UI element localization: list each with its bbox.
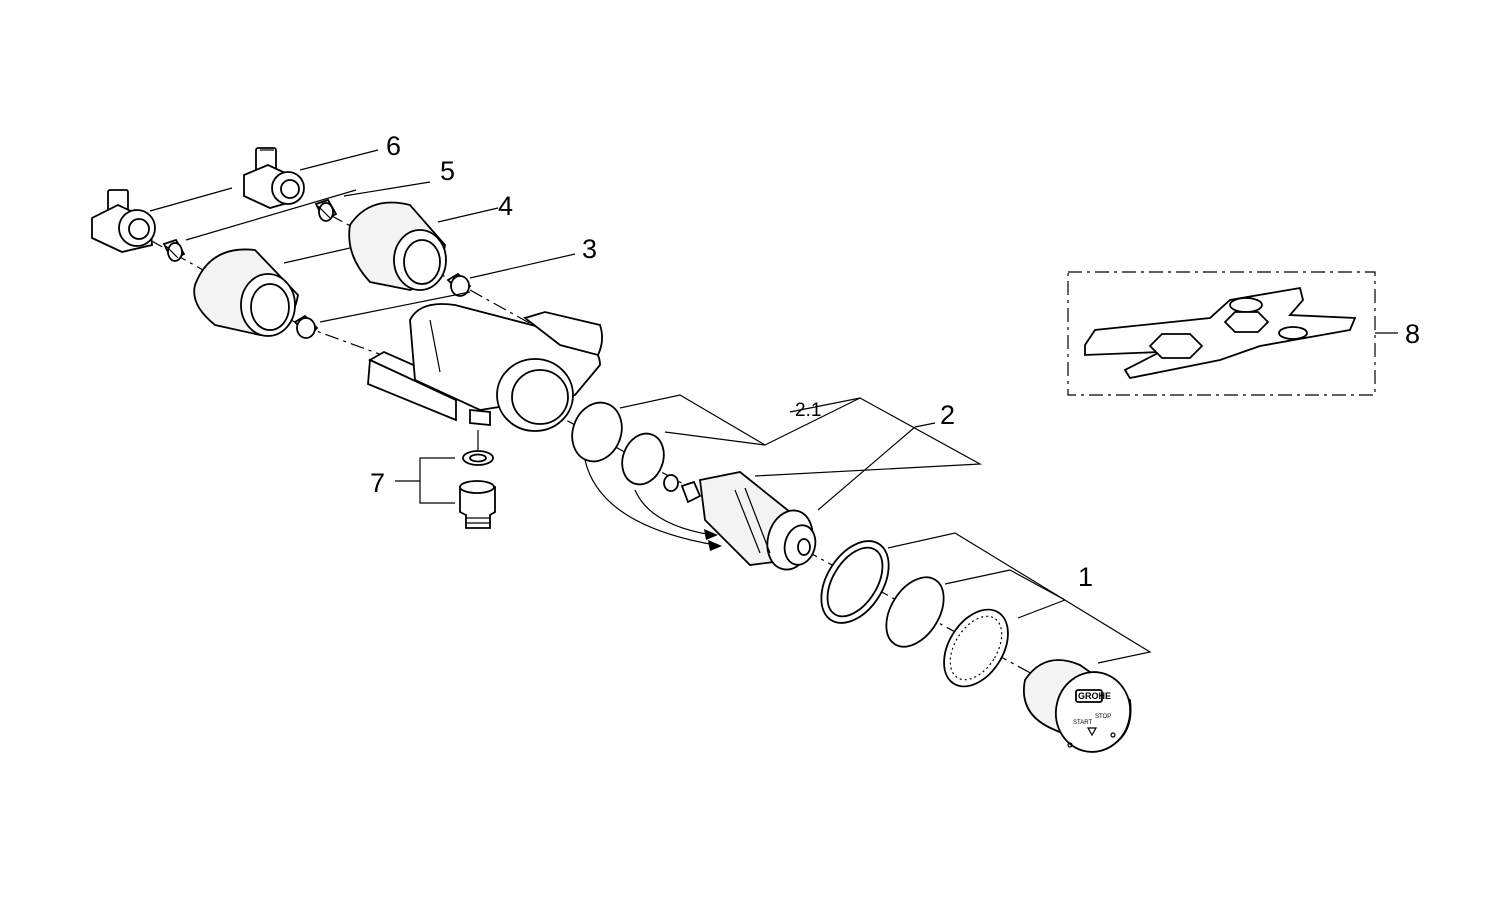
nipple-upper [446, 272, 472, 297]
part-2-cartridge-group [571, 401, 817, 571]
push-button-stop-label: STOP [1095, 714, 1111, 720]
sleeve-upper [348, 201, 447, 291]
callout-8: 8 [1405, 319, 1420, 349]
callout-4: 4 [498, 191, 513, 221]
angle-valve-upper [243, 147, 305, 209]
strainer-upper [314, 198, 338, 222]
part-7-adapter [395, 430, 496, 529]
push-button-start-label: START [1073, 720, 1092, 726]
part-3-nipples [293, 253, 576, 339]
sleeve-lower [193, 248, 299, 337]
leader-lines-2 [619, 394, 983, 511]
part-5-strainers [162, 181, 431, 262]
callout-5: 5 [440, 156, 455, 186]
push-button: GROHE START STOP [1023, 659, 1132, 753]
push-button-logo: GROHE [1078, 691, 1111, 701]
callout-2: 2 [940, 400, 955, 430]
part-1-trim-group: GROHE START STOP [820, 532, 1152, 753]
part-4-sleeves [193, 201, 499, 337]
part-8-wrench [1067, 271, 1398, 396]
nipple-lower [293, 314, 319, 339]
angle-valve-lower [91, 189, 156, 253]
callout-labels: 6 5 4 3 2.1 2 7 1 8 [370, 131, 1420, 592]
callout-2-1: 2.1 [795, 400, 821, 421]
callout-1: 1 [1078, 562, 1093, 592]
part-6-angle-valves [91, 147, 379, 253]
callout-6: 6 [386, 131, 401, 161]
strainer-lower [162, 238, 186, 262]
callout-7: 7 [370, 468, 385, 498]
valve-body [367, 303, 603, 432]
callout-3: 3 [582, 234, 597, 264]
